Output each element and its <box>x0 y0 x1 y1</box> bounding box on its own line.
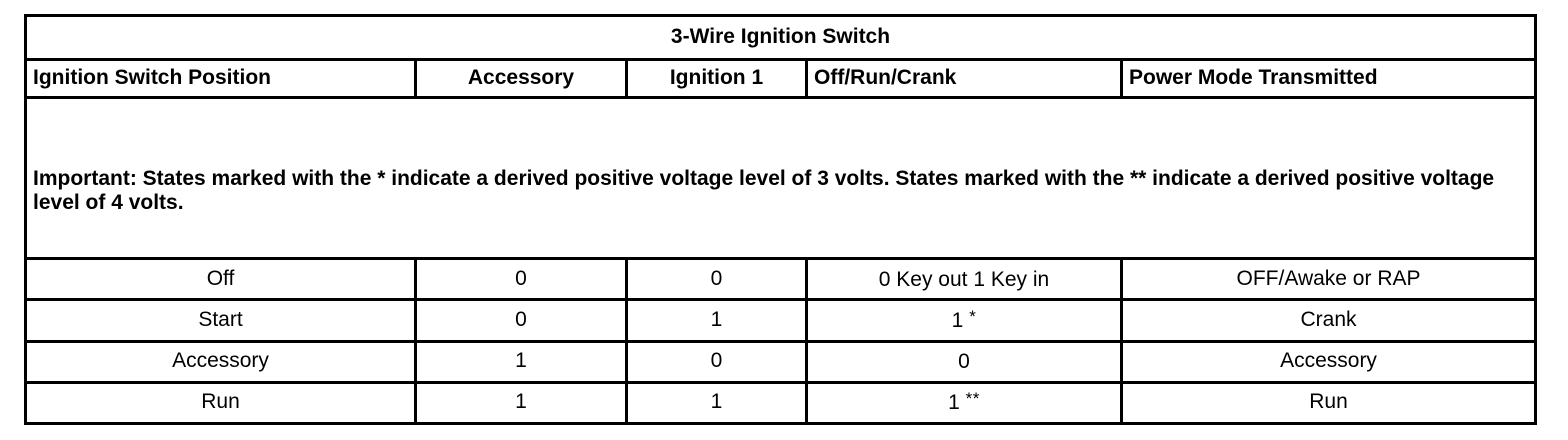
cell-position: Start <box>24 298 417 343</box>
cell-ignition-1: 0 <box>625 257 808 302</box>
table-title-row: 3-Wire Ignition Switch <box>23 13 1538 62</box>
important-note-cell: Important: States marked with the * indi… <box>23 96 1538 261</box>
cell-ignition-1: 1 <box>625 380 808 426</box>
cell-off-run-crank-marker: * <box>969 307 977 327</box>
ignition-switch-table: 3-Wire Ignition Switch Ignition Switch P… <box>23 13 1538 426</box>
column-header-accessory: Accessory <box>414 58 628 100</box>
table-row: Run 1 1 1 ** Run <box>24 380 1538 426</box>
cell-off-run-crank: 1 * <box>805 298 1123 343</box>
ignition-switch-table-container: 3-Wire Ignition Switch Ignition Switch P… <box>23 13 1538 426</box>
cell-ignition-1: 0 <box>625 339 808 384</box>
column-header-power-mode-transmitted: Power Mode Transmitted <box>1119 58 1538 100</box>
cell-off-run-crank: 1 ** <box>805 380 1123 426</box>
table-row: Accessory 1 0 0 Accessory <box>24 339 1538 384</box>
cell-accessory: 1 <box>414 339 628 384</box>
cell-off-run-crank: 0 <box>805 339 1123 384</box>
cell-position: Run <box>24 380 417 426</box>
cell-power-mode: Run <box>1119 380 1538 426</box>
table-note-row: Important: States marked with the * indi… <box>23 96 1538 261</box>
cell-off-run-crank: 0 Key out 1 Key in <box>805 257 1123 302</box>
important-note-text: Important: States marked with the * indi… <box>33 166 1495 215</box>
cell-ignition-1: 1 <box>625 298 808 343</box>
table-title: 3-Wire Ignition Switch <box>23 13 1538 62</box>
cell-power-mode: Accessory <box>1119 339 1538 384</box>
table-header-row: Ignition Switch Position Accessory Ignit… <box>24 58 1538 100</box>
table-row: Start 0 1 1 * Crank <box>24 298 1538 343</box>
column-header-off-run-crank: Off/Run/Crank <box>805 58 1123 100</box>
cell-accessory: 0 <box>414 257 628 302</box>
cell-off-run-crank-value: 0 <box>958 350 970 374</box>
column-header-ignition-switch-position: Ignition Switch Position <box>24 58 417 100</box>
cell-off-run-crank-value: 1 <box>951 309 964 333</box>
cell-off-run-crank-value: 0 Key out 1 Key in <box>878 267 1050 291</box>
column-header-ignition-1: Ignition 1 <box>625 58 808 100</box>
cell-off-run-crank-value: 1 <box>948 391 960 415</box>
cell-position: Off <box>24 257 417 302</box>
cell-power-mode: Crank <box>1119 298 1538 343</box>
cell-off-run-crank-marker: ** <box>965 389 980 409</box>
cell-accessory: 0 <box>414 298 628 343</box>
cell-accessory: 1 <box>414 380 628 426</box>
cell-position: Accessory <box>24 339 417 384</box>
table-row: Off 0 0 0 Key out 1 Key in OFF/Awake or … <box>24 257 1538 302</box>
cell-power-mode: OFF/Awake or RAP <box>1119 257 1538 302</box>
